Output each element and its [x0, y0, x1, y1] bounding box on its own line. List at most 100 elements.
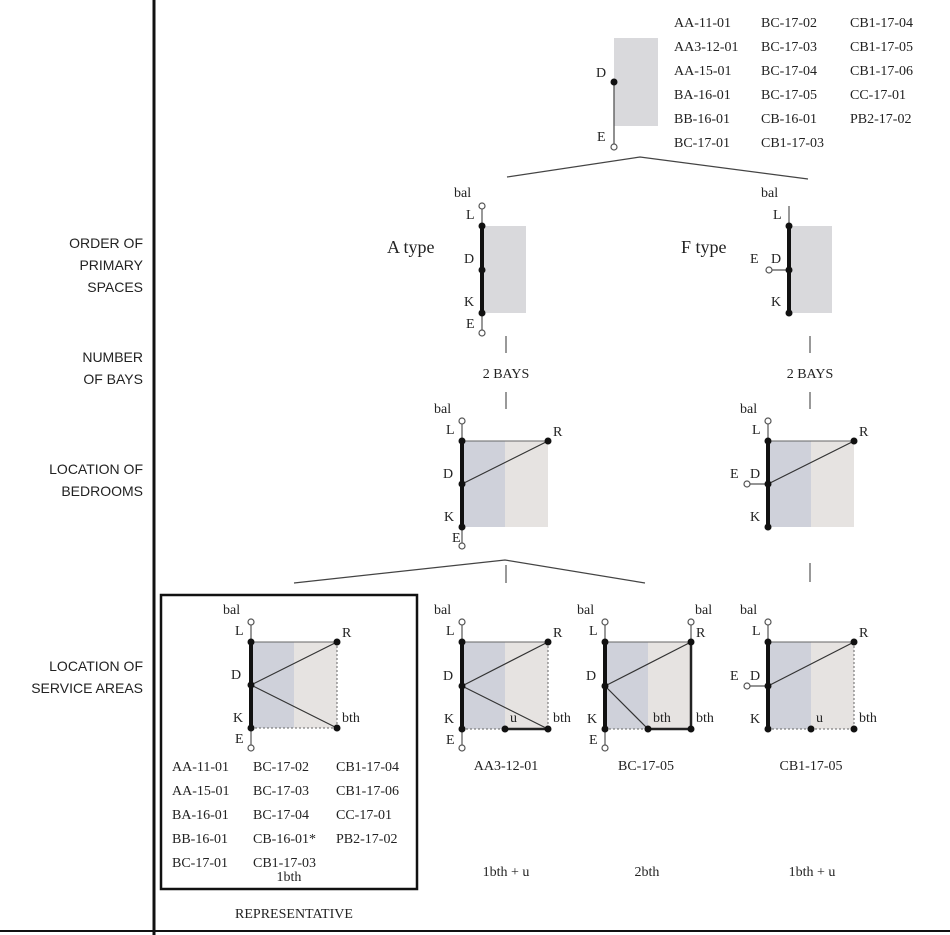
a-type-node-e	[478, 329, 486, 337]
representative-caption: REPRESENTATIVE	[235, 907, 353, 922]
aa3-node-bth	[544, 725, 552, 733]
aa3-summary: 1bth + u	[483, 865, 530, 880]
aa3-label-e: E	[446, 733, 455, 748]
bc-code: BC-17-05	[618, 759, 674, 774]
root-label-d: D	[596, 66, 606, 81]
rep-link-d-bth	[250, 684, 338, 729]
bc-summary: 2bth	[635, 865, 660, 880]
bc-node-bal-r	[687, 618, 695, 626]
rep-bay-2	[294, 642, 337, 728]
a-type-title: A type	[387, 237, 435, 257]
cb1-label-d: D	[750, 669, 760, 684]
rep-label-e: E	[235, 732, 244, 747]
bc-bay-2	[648, 642, 691, 729]
representative-node: bal L D K E R bth	[223, 603, 360, 752]
rep-code-1-1: BC-17-03	[253, 784, 309, 799]
a-type-node-k	[478, 309, 486, 317]
row-label-order-primary-3: SPACES	[87, 279, 143, 295]
row-label-number-bays: NUMBER OF BAYS	[82, 349, 143, 387]
a-bedrooms-node: bal L D K E R	[434, 402, 563, 550]
f-type-node: bal L E D K F type	[681, 186, 832, 317]
a-type-label-k: K	[464, 295, 474, 310]
aa3-label-bal: bal	[434, 603, 451, 618]
bc-link-d-r	[604, 641, 692, 687]
rep-bay-1	[251, 642, 294, 728]
cb1-node-l	[764, 638, 772, 646]
f-bedrooms-label-k: K	[750, 510, 760, 525]
f-bedrooms-bay-1	[768, 441, 811, 527]
f-bedrooms-node-r	[850, 437, 858, 445]
f-bays-label: 2 BAYS	[787, 367, 834, 382]
aa3-label-d: D	[443, 669, 453, 684]
rep-node-r	[333, 638, 341, 646]
a-bedrooms-bay-1	[462, 441, 505, 527]
aa3-node-r	[544, 638, 552, 646]
variant-cb1-node: bal L E D K R u bth	[730, 603, 877, 733]
a-type-node: bal L D K E A type	[387, 186, 526, 337]
f-type-label-d: D	[771, 252, 781, 267]
root-code-0-2: CB1-17-04	[850, 16, 913, 31]
rep-code-1-0: AA-15-01	[172, 784, 230, 799]
bc-label-bth-1: bth	[653, 711, 671, 726]
rep-label-d: D	[231, 668, 241, 683]
rep-code-3-1: CB-16-01*	[253, 832, 316, 847]
aa3-label-k: K	[444, 712, 454, 727]
bc-link-d-bth	[604, 685, 649, 730]
rep-label-r: R	[342, 626, 352, 641]
aa3-label-bth: bth	[553, 711, 571, 726]
rep-code-2-2: CC-17-01	[336, 808, 392, 823]
cb1-label-e: E	[730, 669, 739, 684]
a-type-block	[483, 226, 526, 313]
rep-summary: 1bth	[277, 870, 302, 885]
rep-code-1-2: CB1-17-06	[336, 784, 399, 799]
bc-node-bth-1	[644, 725, 652, 733]
bc-node-d	[601, 682, 609, 690]
root-code-2-2: CB1-17-06	[850, 64, 913, 79]
rep-label-l: L	[235, 624, 244, 639]
cb1-node-bth	[850, 725, 858, 733]
representative-code-list: AA-11-01 BC-17-02 CB1-17-04 AA-15-01 BC-…	[172, 760, 399, 885]
f-type-title: F type	[681, 237, 727, 257]
rep-node-bal	[247, 618, 255, 626]
f-bedrooms-node-d	[764, 480, 772, 488]
a-type-node-d	[478, 266, 486, 274]
rep-node-e	[247, 744, 255, 752]
rep-code-2-0: BA-16-01	[172, 808, 229, 823]
root-code-2-1: BC-17-04	[761, 64, 817, 79]
bc-node-bth-2	[687, 725, 695, 733]
f-type-label-bal: bal	[761, 186, 778, 201]
root-code-0-1: BC-17-02	[761, 16, 817, 31]
f-type-label-k: K	[771, 295, 781, 310]
root-label-e: E	[597, 130, 606, 145]
branch-a-service	[293, 559, 646, 584]
root-node-e	[610, 143, 618, 151]
rep-label-bth: bth	[342, 711, 360, 726]
cb1-node-k	[764, 725, 772, 733]
bc-node-r	[687, 638, 695, 646]
rep-code-3-2: PB2-17-02	[336, 832, 397, 847]
row-label-location-bedrooms: LOCATION OF BEDROOMS	[49, 461, 143, 499]
rep-node-bth	[333, 724, 341, 732]
a-bedrooms-link-d-r	[461, 440, 549, 485]
a-bedrooms-node-d	[458, 480, 466, 488]
row-label-number-bays-2: OF BAYS	[83, 371, 143, 387]
cb1-label-bth: bth	[859, 711, 877, 726]
root-code-4-0: BB-16-01	[674, 112, 730, 127]
f-type-node-k	[785, 309, 793, 317]
a-bedrooms-label-r: R	[553, 425, 563, 440]
f-type-node-l	[785, 222, 793, 230]
row-label-location-service-2: SERVICE AREAS	[31, 680, 143, 696]
root-code-5-0: BC-17-01	[674, 136, 730, 151]
rep-label-k: K	[233, 711, 243, 726]
rep-code-0-0: AA-11-01	[172, 760, 229, 775]
rep-node-d	[247, 681, 255, 689]
rep-code-0-1: BC-17-02	[253, 760, 309, 775]
aa3-label-l: L	[446, 624, 455, 639]
row-label-location-bedrooms-2: BEDROOMS	[61, 483, 143, 499]
a-type-node-l	[478, 222, 486, 230]
root-code-3-2: CC-17-01	[850, 88, 906, 103]
f-type-label-l: L	[773, 208, 782, 223]
aa3-code: AA3-12-01	[474, 759, 539, 774]
variant-bc-node: bal bal L D K E R bth bth	[577, 603, 714, 752]
